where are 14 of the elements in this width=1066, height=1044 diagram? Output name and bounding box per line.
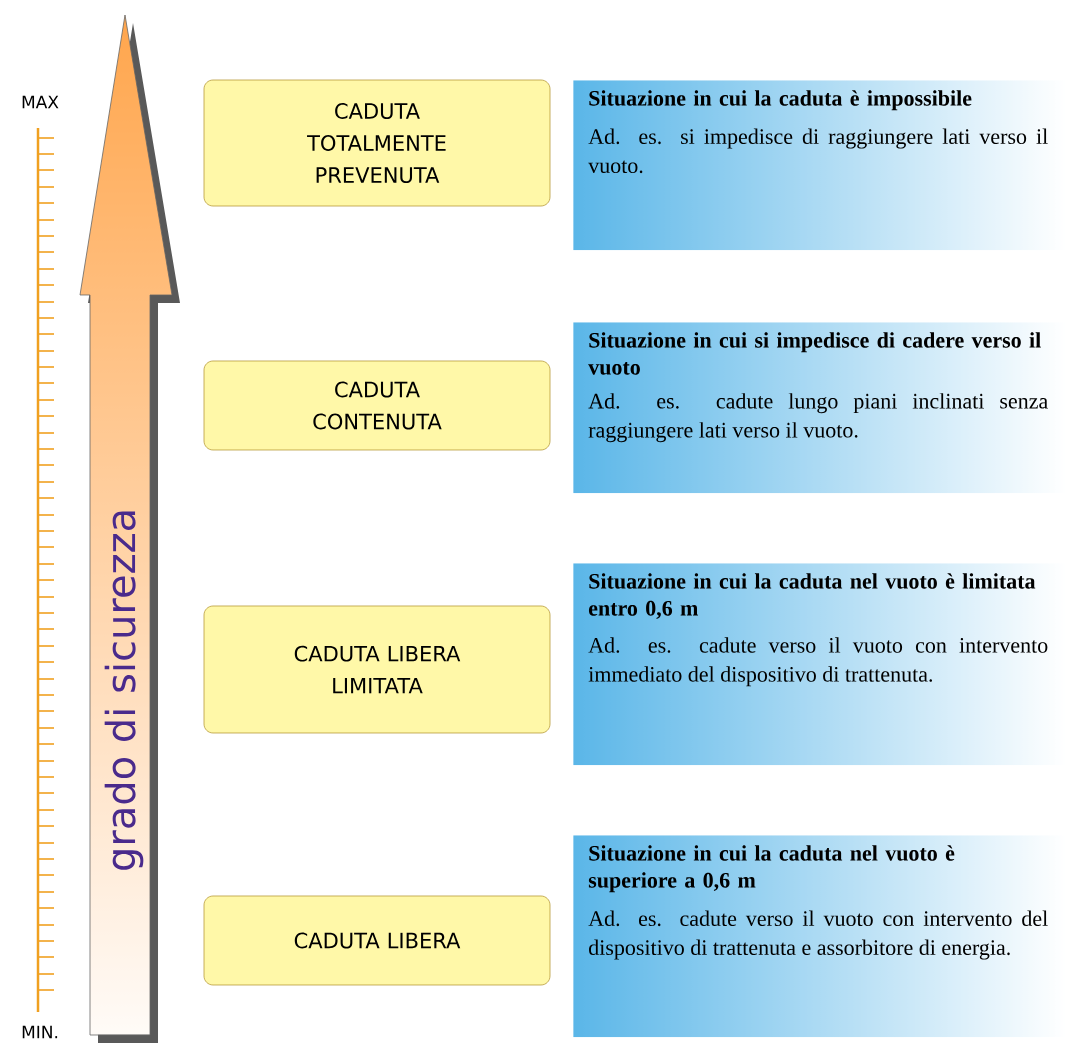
panel-text: Ad. es. cadute verso il vuoto con intervento immediato del dispositivo di trattenuta. <box>588 637 1048 687</box>
panel-heading: Situazione in cui si impedisce di cadere verso il vuoto <box>588 332 1041 375</box>
panel-text: Ad. es. cadute lungo piani inclinati senza raggiungere lati verso il vuoto. <box>588 393 1048 443</box>
category-box: CADUTA TOTALMENTE PREVENUTA <box>203 79 551 207</box>
scale-label: MAX <box>22 95 59 109</box>
category-box: CADUTA CONTENUTA <box>203 360 551 451</box>
panel-heading: Situazione in cui la caduta nel vuoto è superiore a 0,6 m <box>588 845 955 893</box>
category-box: CADUTA LIBERA LIMITATA <box>203 605 551 734</box>
panel-text: Ad. es. cadute verso il vuoto con intervento del dispositivo di trattenuta e assorbitore di energia. <box>588 910 1048 960</box>
panel-heading: Situazione in cui la caduta nel vuoto è limitata entro 0,6 m <box>588 573 1036 619</box>
panel-text: Ad. es. si impedisce di raggiungere lati verso il vuoto. <box>588 128 1048 174</box>
category-box: CADUTA LIBERA <box>203 895 551 986</box>
scale-label: MIN. <box>22 1025 58 1039</box>
panel-heading: Situazione in cui la caduta è impossibile <box>589 90 972 111</box>
